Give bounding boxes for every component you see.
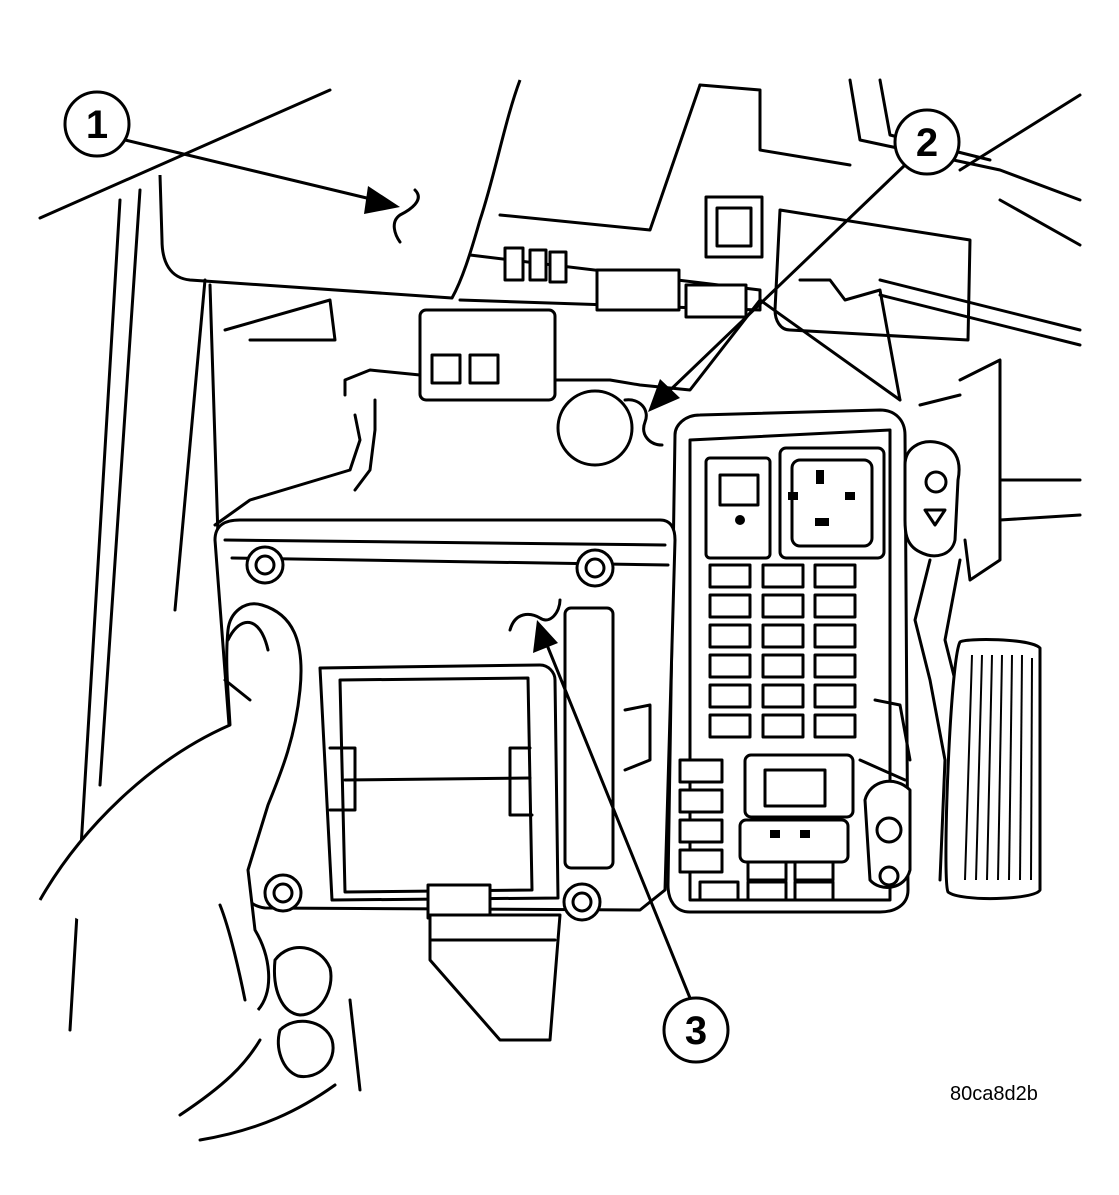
control-module (213, 518, 677, 1042)
technician-hand (38, 602, 362, 1142)
fuse-grid (678, 563, 857, 902)
callout-3: 3 (662, 996, 730, 1064)
callout-1: 1 (63, 90, 131, 158)
connector-strip (458, 246, 762, 319)
leader-line-2 (623, 163, 907, 447)
callout-2-number: 2 (916, 121, 938, 165)
knee-bolster-panel (38, 78, 1082, 300)
lower-dash-panel (773, 208, 1082, 347)
callout-2: 2 (893, 108, 961, 176)
square-switch (704, 195, 764, 259)
figure-id: 80ca8d2b (950, 1083, 1038, 1105)
callout-3-number: 3 (685, 1009, 707, 1053)
pedal-arm (858, 558, 977, 889)
leader-line-1 (123, 138, 420, 244)
leader-line-3 (508, 598, 692, 1000)
junction-block (666, 278, 910, 914)
mounting-bracket (213, 298, 902, 527)
column-bracket (903, 358, 1082, 582)
accelerator-pedal (944, 638, 1042, 901)
callout-1-number: 1 (86, 103, 108, 147)
